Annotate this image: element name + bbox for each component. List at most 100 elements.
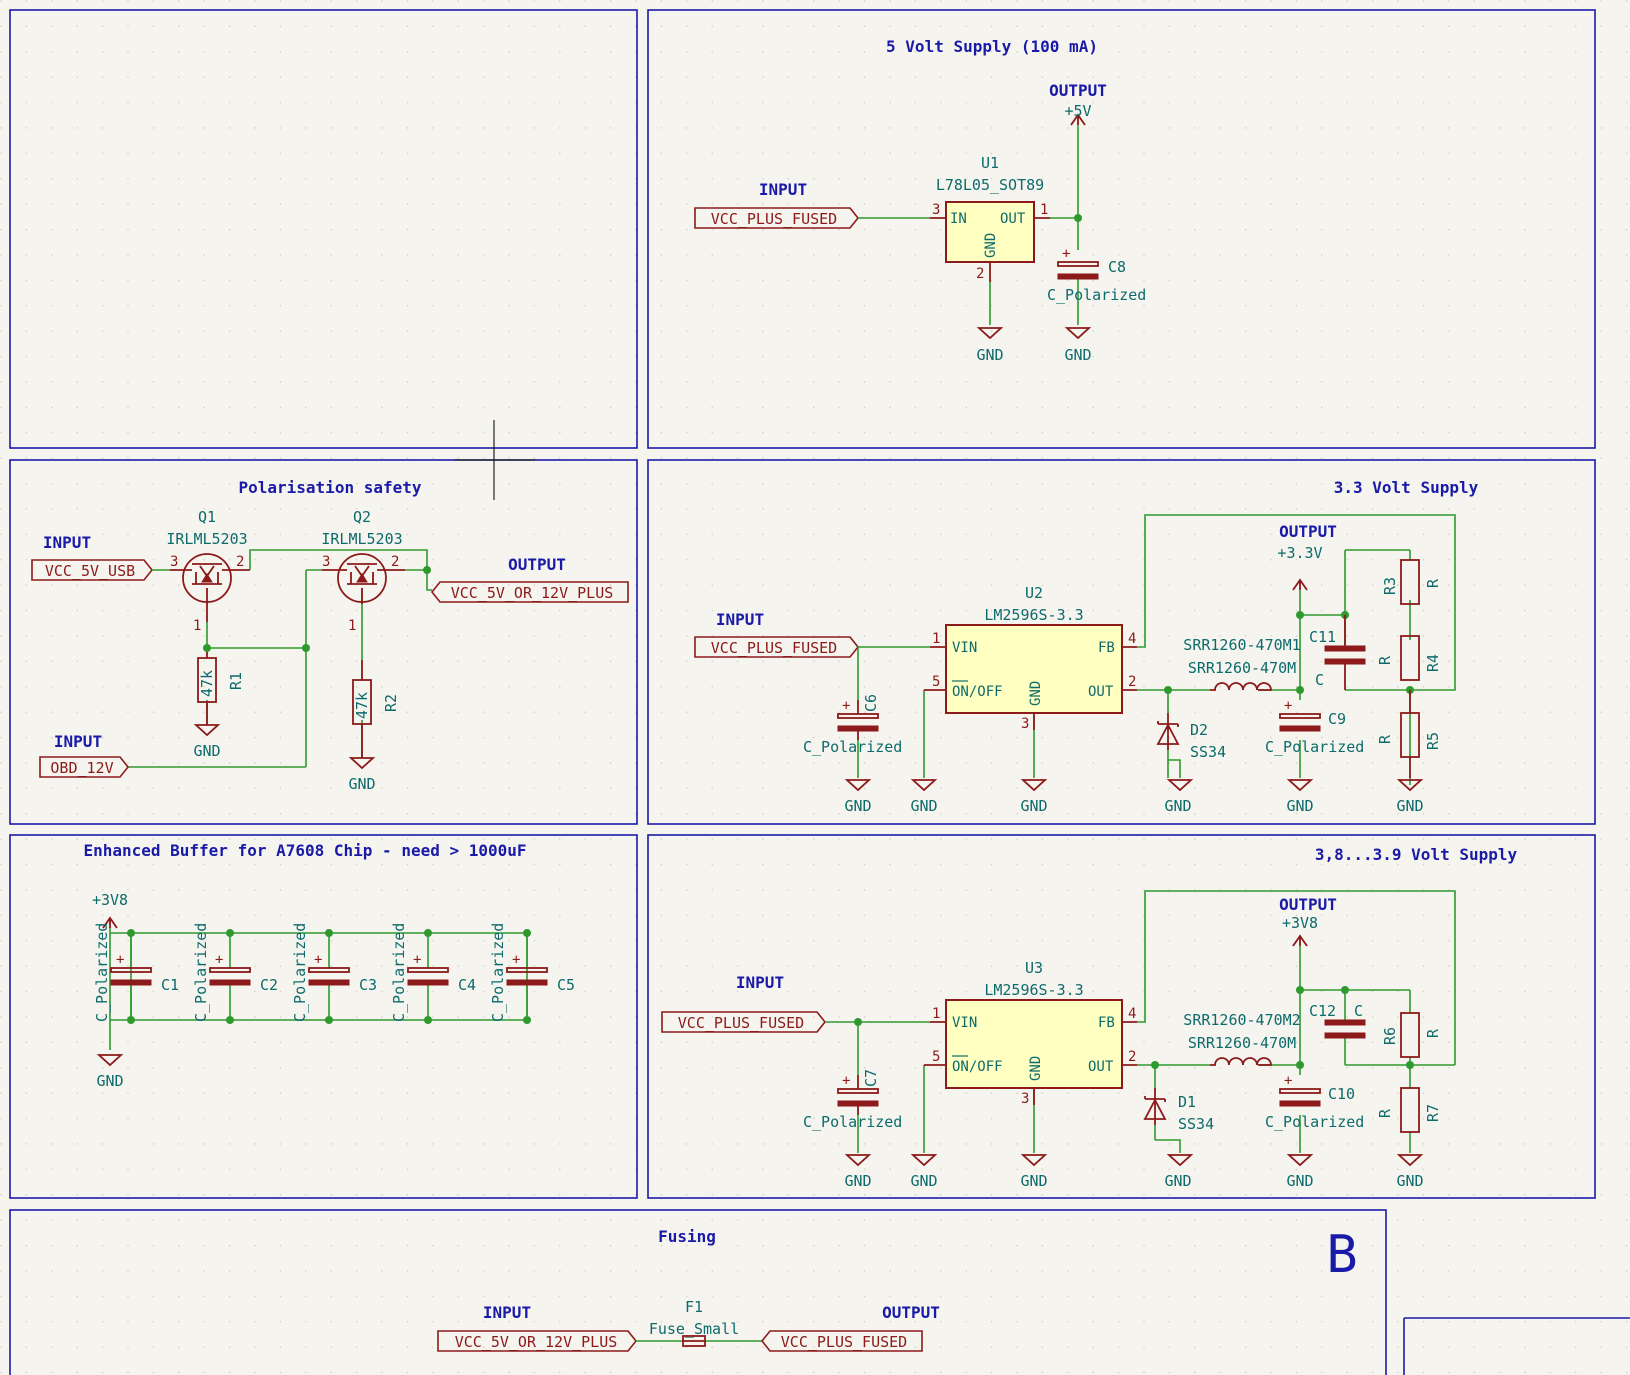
label-input: INPUT <box>43 533 91 552</box>
svg-text:C10: C10 <box>1328 1085 1355 1103</box>
gnd-symbol: GND <box>1164 1154 1194 1190</box>
svg-text:47k: 47k <box>353 692 371 719</box>
svg-text:C: C <box>1315 671 1324 689</box>
svg-text:U3: U3 <box>1025 959 1043 977</box>
svg-text:C9: C9 <box>1328 710 1346 728</box>
svg-text:R: R <box>1424 1028 1442 1038</box>
svg-text:VIN: VIN <box>952 1015 977 1031</box>
svg-text:VCC_PLUS_FUSED: VCC_PLUS_FUSED <box>781 1333 907 1351</box>
frame-3v8-supply <box>647 834 1596 1199</box>
resistor-r7[interactable]: R R7 <box>1376 1087 1442 1133</box>
svg-text:C7: C7 <box>862 1069 880 1087</box>
resistor-r6[interactable]: R6 R <box>1381 1012 1442 1058</box>
ic-u3[interactable]: U3 LM2596S-3.3 VIN FB ON/OFF OUT GND 1 4… <box>924 959 1137 1107</box>
svg-text:GND: GND <box>844 797 871 815</box>
cap-c11[interactable]: C11 C <box>1309 615 1366 690</box>
inductor-l1[interactable]: SRR1260-470M1 SRR1260-470M <box>1183 636 1301 691</box>
frame-5v-supply <box>647 9 1596 449</box>
buffer-cap-ref: C5 <box>557 976 575 994</box>
cursor-crosshair <box>455 420 535 500</box>
svg-text:+3V8: +3V8 <box>92 891 128 909</box>
frame-buffer <box>9 834 638 1199</box>
svg-text:OUTPUT: OUTPUT <box>1049 81 1107 100</box>
cap-c6[interactable]: + C6 C_Polarized <box>803 694 902 756</box>
svg-text:+5V: +5V <box>1064 102 1091 120</box>
svg-text:R: R <box>1376 734 1394 744</box>
buffer-cap-ref: C3 <box>359 976 377 994</box>
buffer-cap-c5[interactable]: +C5C_Polarized <box>489 923 575 1024</box>
inductor-l2[interactable]: SRR1260-470M2 SRR1260-470M <box>1183 1011 1301 1066</box>
svg-text:OUT: OUT <box>1088 1059 1114 1075</box>
border-letter: B <box>1326 1225 1357 1285</box>
buffer-cap-c1[interactable]: +C1C_Polarized <box>93 923 179 1024</box>
buffer-cap-c2[interactable]: +C2C_Polarized <box>192 923 278 1024</box>
svg-text:C6: C6 <box>862 694 880 712</box>
cap-c9[interactable]: + C9 C_Polarized <box>1265 698 1364 756</box>
svg-text:3: 3 <box>932 202 940 218</box>
title-block-corner <box>1403 1317 1630 1375</box>
title-3v3: 3.3 Volt Supply <box>1334 478 1479 497</box>
mosfet-q2[interactable]: Q2 IRLML5203 3 2 1 <box>321 508 405 634</box>
svg-text:1: 1 <box>348 618 356 634</box>
resistor-r5[interactable]: R R5 <box>1376 690 1442 778</box>
svg-text:IRLML5203: IRLML5203 <box>166 530 247 548</box>
net-flag-obd-12v[interactable]: OBD_12V <box>39 756 130 778</box>
svg-text:+: + <box>512 952 520 968</box>
net-flag-vcc-plus-fused[interactable]: VCC_PLUS_FUSED <box>694 207 860 229</box>
buffer-cap-c3[interactable]: +C3C_Polarized <box>291 923 377 1024</box>
svg-text:U2: U2 <box>1025 584 1043 602</box>
diode-d1[interactable]: D1 SS34 <box>1143 1088 1214 1133</box>
net-flag-vcc-plus-fused[interactable]: VCC_PLUS_FUSED <box>661 1011 827 1033</box>
net-flag-vcc-5v-or-12v-plus[interactable]: VCC_5V_OR_12V_PLUS <box>437 1330 638 1352</box>
svg-text:R4: R4 <box>1424 654 1442 672</box>
svg-text:GND: GND <box>1286 1172 1313 1190</box>
frame-3v3-supply <box>647 459 1596 825</box>
svg-text:+: + <box>314 952 322 968</box>
svg-text:GND: GND <box>96 1072 123 1090</box>
gnd-symbol: GND <box>96 1054 124 1090</box>
svg-text:D1: D1 <box>1178 1093 1196 1111</box>
resistor-r4[interactable]: R R4 <box>1376 635 1442 681</box>
net-flag-vcc-5v-usb[interactable]: VCC_5V_USB <box>31 559 154 581</box>
gnd-symbol: GND <box>1020 1154 1048 1190</box>
cap-c12[interactable]: C12 C <box>1309 1002 1366 1039</box>
svg-text:1: 1 <box>932 1006 940 1022</box>
svg-text:GND: GND <box>1064 346 1091 364</box>
cap-c7[interactable]: + C7 C_Polarized <box>803 1069 902 1131</box>
cap-c8[interactable]: + C8 C_Polarized <box>1047 246 1146 304</box>
svg-text:C8: C8 <box>1108 258 1126 276</box>
fuse-f1[interactable]: F1 Fuse_Small <box>649 1298 739 1347</box>
svg-text:C: C <box>1354 1002 1363 1020</box>
gnd-symbol: GND <box>1286 779 1314 815</box>
svg-text:3: 3 <box>322 554 330 570</box>
ic-u2[interactable]: U2 LM2596S-3.3 VIN FB ON/OFF OUT GND 1 4… <box>924 584 1137 732</box>
svg-text:GND: GND <box>1028 1056 1044 1081</box>
svg-text:+3V8: +3V8 <box>1282 914 1318 932</box>
svg-text:C11: C11 <box>1309 628 1336 646</box>
resistor-r1[interactable]: 47k R1 <box>197 652 245 725</box>
svg-text:GND: GND <box>1286 797 1313 815</box>
buffer-cap-ref: C1 <box>161 976 179 994</box>
svg-text:+: + <box>1062 246 1070 262</box>
svg-text:5: 5 <box>932 674 940 690</box>
buffer-cap-c4[interactable]: +C4C_Polarized <box>390 923 476 1024</box>
cap-c10[interactable]: + C10 C_Polarized <box>1265 1073 1364 1131</box>
svg-text:C_Polarized: C_Polarized <box>1047 286 1146 304</box>
mosfet-q1[interactable]: Q1 IRLML5203 3 2 1 <box>166 508 250 634</box>
ic-u1[interactable]: U1 L78L05_SOT89 IN OUT GND 3 1 2 <box>930 154 1050 282</box>
buffer-cap-value: C_Polarized <box>93 923 111 1022</box>
net-flag-vcc-plus-fused[interactable]: VCC_PLUS_FUSED <box>760 1330 923 1352</box>
net-flag-vcc-plus-fused[interactable]: VCC_PLUS_FUSED <box>694 636 860 658</box>
resistor-r3[interactable]: R3 R <box>1381 559 1442 605</box>
svg-text:L78L05_SOT89: L78L05_SOT89 <box>936 176 1044 194</box>
diode-d2[interactable]: D2 SS34 <box>1156 713 1226 761</box>
resistor-r2[interactable]: 47k R2 <box>352 660 400 758</box>
svg-text:GND: GND <box>1020 797 1047 815</box>
net-flag-vcc-5v-or-12v-plus[interactable]: VCC_5V_OR_12V_PLUS <box>430 581 629 603</box>
svg-text:SS34: SS34 <box>1178 1115 1214 1133</box>
svg-text:2: 2 <box>391 554 399 570</box>
buffer-cap-ref: C4 <box>458 976 476 994</box>
svg-text:C_Polarized: C_Polarized <box>1265 1113 1364 1131</box>
svg-text:+3.3V: +3.3V <box>1277 544 1322 562</box>
